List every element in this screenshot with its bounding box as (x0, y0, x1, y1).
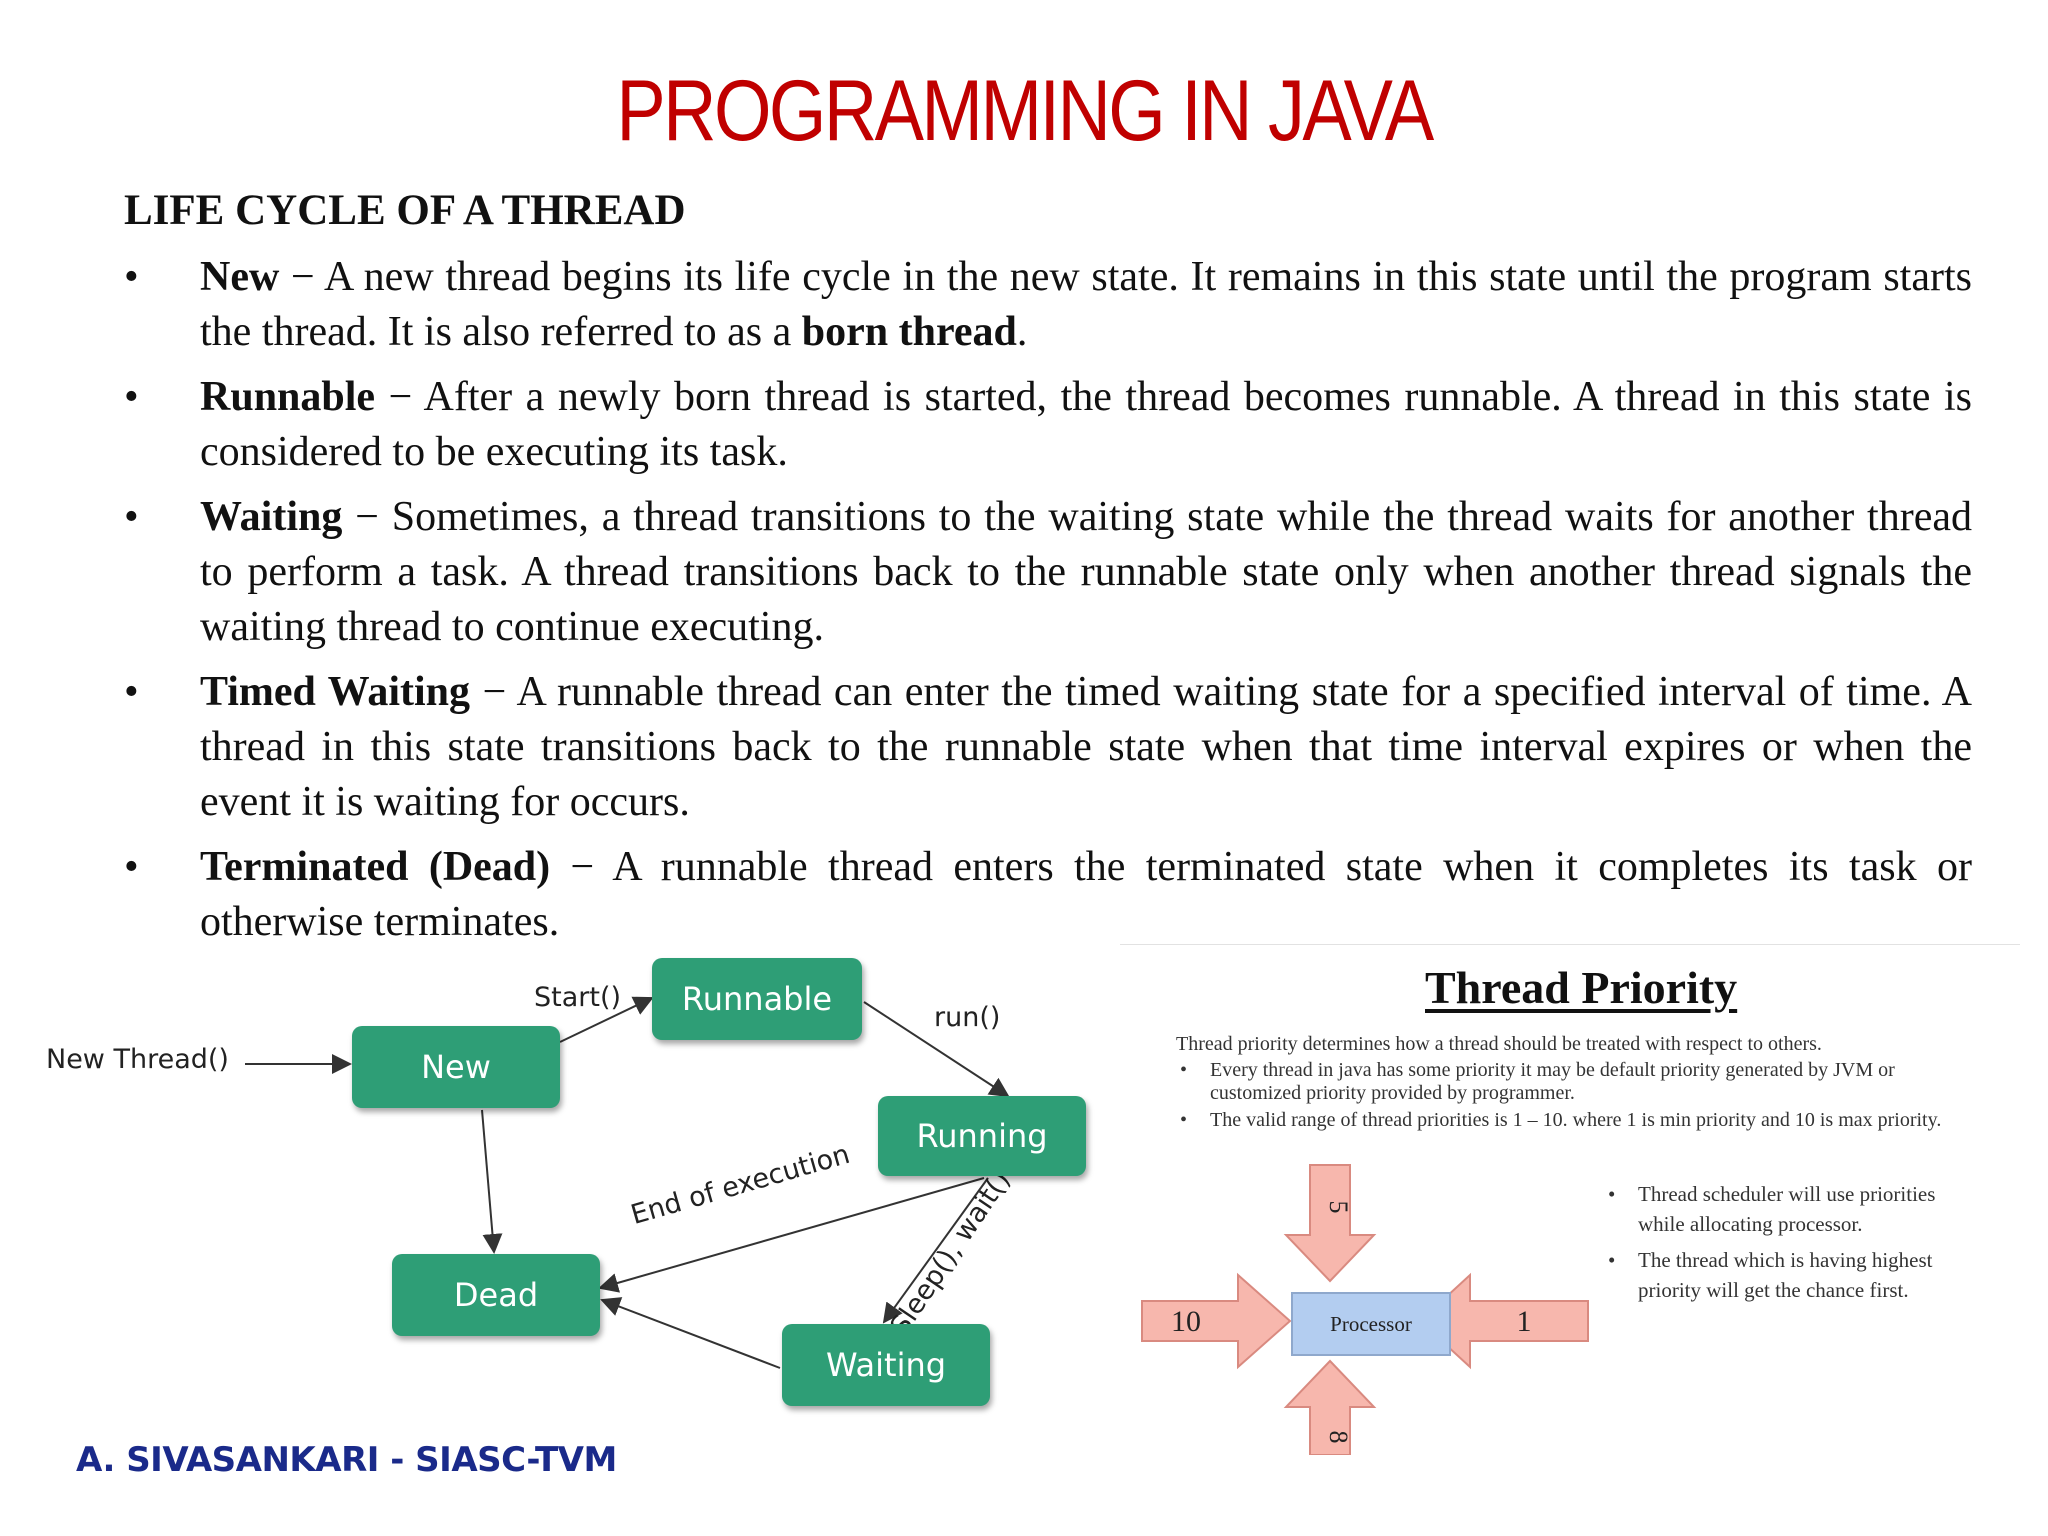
bullet-icon: • (124, 494, 139, 540)
thread-lifecycle-diagram: New Thread() Start() run() End of execut… (0, 940, 1110, 1440)
bullet-icon: • (124, 844, 139, 890)
term-timed-waiting: Timed Waiting (200, 669, 471, 715)
list-item-waiting: • Waiting − Sometimes, a thread transiti… (124, 490, 1972, 655)
processor-diagram: Processor 5 10 1 8 (1141, 1164, 1589, 1455)
arrow-end-execution (598, 1177, 985, 1293)
desc-terminated: − A runnable thread enters the terminate… (200, 844, 1972, 945)
bullet-icon: • (1180, 1109, 1188, 1131)
arrow-run (863, 1001, 1010, 1098)
bullet-icon: • (1608, 1182, 1616, 1206)
arrow-down-icon (1283, 1164, 1377, 1283)
label-start: Start() (534, 982, 622, 1013)
processor-box (1291, 1292, 1451, 1356)
section-heading: LIFE CYCLE OF A THREAD (124, 187, 686, 234)
node-runnable: Runnable (652, 958, 862, 1040)
list-item-terminated: • Terminated (Dead) − A runnable thread … (124, 840, 1972, 950)
node-new: New (352, 1026, 560, 1108)
node-waiting: Waiting (782, 1324, 990, 1406)
term-waiting: Waiting (200, 494, 343, 540)
bullet-icon: • (124, 254, 139, 300)
priority-point-2-text: The valid range of thread priorities is … (1210, 1109, 1942, 1131)
side-point-2: • The thread which is having highest prio… (1608, 1245, 1978, 1305)
arrow-new-dead (481, 1109, 503, 1254)
arrow-start (559, 996, 654, 1043)
arrow-label-left: 10 (1171, 1305, 1201, 1338)
arrow-right-icon (1141, 1272, 1292, 1370)
thread-states-list: • New − A new thread begins its life cyc… (124, 250, 1972, 960)
side-point-2-text: The thread which is having highest prior… (1638, 1248, 1933, 1302)
arrow-waiting-dead (600, 1297, 781, 1369)
desc-runnable: − After a newly born thread is started, … (200, 374, 1972, 475)
label-new-thread: New Thread() (46, 1044, 229, 1075)
node-dead: Dead (392, 1254, 600, 1336)
desc-timed-waiting: − A runnable thread can enter the timed … (200, 669, 1972, 825)
page-title: PROGRAMMING IN JAVA (616, 63, 1434, 159)
priority-point-1: • Every thread in java has some priority … (1180, 1059, 1990, 1105)
node-running: Running (878, 1096, 1086, 1176)
desc-new-end: . (1016, 309, 1028, 355)
priority-intro: Thread priority determines how a thread … (1176, 1033, 1822, 1055)
priority-point-2: • The valid range of thread priorities is… (1180, 1109, 1990, 1132)
arrow-label-bottom: 8 (1324, 1431, 1353, 1444)
arrow-label-top: 5 (1324, 1201, 1353, 1214)
term-runnable: Runnable (200, 374, 376, 420)
diagram-arrows (245, 996, 1010, 1369)
thread-priority-panel: Thread Priority Thread priority determin… (1120, 944, 2020, 1465)
label-run: run() (934, 1002, 1001, 1033)
author-footer: A. SIVASANKARI - SIASC-TVM (76, 1440, 617, 1480)
arrow-label-right: 1 (1517, 1305, 1532, 1338)
bullet-icon: • (1180, 1059, 1188, 1081)
emphasis-born-thread: born thread (801, 309, 1017, 355)
list-item-timed-waiting: • Timed Waiting − A runnable thread can … (124, 665, 1972, 830)
processor-label: Processor (1330, 1312, 1412, 1336)
term-terminated: Terminated (Dead) (200, 844, 551, 890)
priority-title: Thread Priority (1425, 962, 1738, 1013)
side-point-1-text: Thread scheduler will use priorities whi… (1638, 1182, 1936, 1236)
bullet-icon: • (124, 374, 139, 420)
arrow-up-icon (1283, 1359, 1377, 1455)
bullet-icon: • (124, 669, 139, 715)
list-item-new: • New − A new thread begins its life cyc… (124, 250, 1972, 360)
side-point-1: • Thread scheduler will use priorities wh… (1608, 1179, 1978, 1239)
bullet-icon: • (1608, 1248, 1616, 1272)
priority-point-1-text: Every thread in java has some priority i… (1210, 1059, 1895, 1104)
arrow-sleep-wait (882, 1177, 989, 1324)
desc-waiting: − Sometimes, a thread transitions to the… (200, 494, 1972, 650)
desc-new: − A new thread begins its life cycle in … (200, 254, 1972, 355)
term-new: New (200, 254, 280, 300)
list-item-runnable: • Runnable − After a newly born thread i… (124, 370, 1972, 480)
